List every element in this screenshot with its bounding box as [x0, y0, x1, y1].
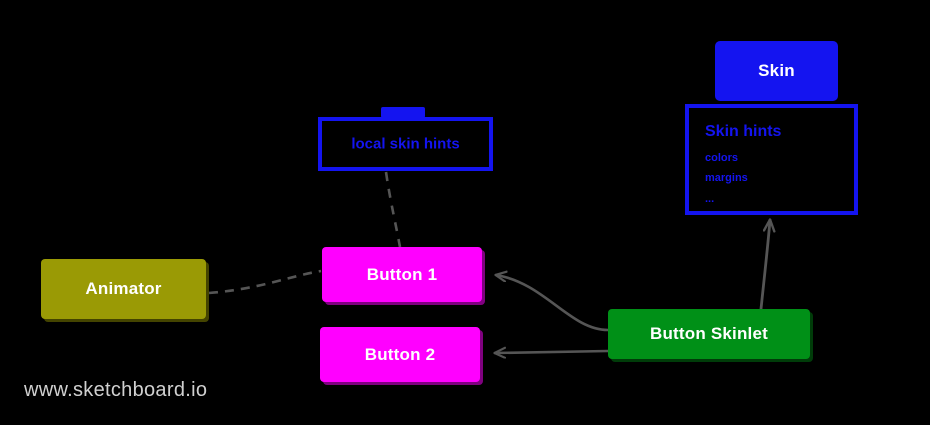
node-button-1-label: Button 1	[366, 264, 438, 284]
node-button-2[interactable]: Button 2	[320, 327, 480, 382]
node-button-1[interactable]: Button 1	[322, 247, 482, 302]
note-skin-hints-item-colors: colors	[705, 152, 739, 164]
note-skin-hints[interactable]: Skin hints colors margins ...	[685, 104, 858, 215]
connector-button-skinlet-to-button1	[496, 275, 610, 332]
connector-animator-to-button1	[208, 269, 322, 295]
watermark: www.sketchboard.io	[24, 379, 208, 401]
node-button-skinlet-label: Button Skinlet	[649, 324, 768, 343]
connector-local-skin-hints-to-button1	[384, 171, 402, 248]
note-skin-hints-item-ellipsis: ...	[705, 192, 715, 205]
node-skin-label: Skin	[758, 61, 795, 80]
connector-button-skinlet-to-skin-hints	[759, 220, 770, 311]
node-animator[interactable]: Animator	[41, 259, 206, 319]
note-skin-hints-title: Skin hints	[705, 123, 782, 140]
node-animator-label: Animator	[85, 279, 162, 298]
connector-button-skinlet-to-button2	[495, 351, 610, 353]
note-tab-icon	[381, 107, 425, 118]
node-button-2-label: Button 2	[364, 344, 436, 364]
note-local-skin-hints-title: local skin hints	[351, 135, 460, 153]
note-local-skin-hints[interactable]: local skin hints	[318, 117, 493, 171]
note-skin-hints-item-margins: margins	[705, 172, 748, 185]
node-skin[interactable]: Skin	[715, 41, 838, 101]
node-button-skinlet[interactable]: Button Skinlet	[608, 309, 810, 359]
